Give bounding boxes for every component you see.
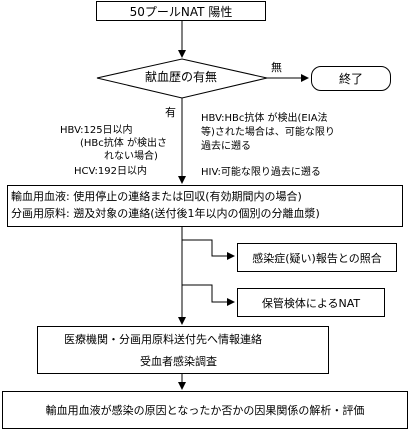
right-note-line2: 等)された場合は、可能な限り: [201, 127, 335, 138]
arrow-to-side2: [182, 284, 235, 306]
right-note-hiv: HIV:可能な限り過去に遡る: [201, 167, 321, 178]
notify-line2: 受血者感染調査: [140, 355, 217, 368]
side-box-stored-sample-nat-label: 保管検体によるNAT: [261, 296, 361, 310]
left-note-hbv-sub2: れない場合): [104, 151, 158, 162]
notify-line1: 医療機関・分画用原料送付先へ情報連絡: [64, 333, 262, 346]
action-line1: 輸血用血液: 使用停止の連絡または回収(有効期間内の場合): [11, 190, 302, 203]
left-note-hbv-sub1: (HBc抗体 が検出さ: [80, 138, 167, 149]
notify-box: 医療機関・分画用原料送付先へ情報連絡 受血者感染調査: [37, 326, 329, 374]
yes-branch-label: 有: [165, 106, 176, 119]
end-label: 終了: [338, 72, 363, 86]
action-box: 輸血用血液: 使用停止の連絡または回収(有効期間内の場合) 分画用原料: 遡及対…: [7, 185, 403, 227]
end-box: 終了: [311, 66, 391, 91]
action-line2: 分画用原料: 遡及対象の連絡(送付後1年以内の個別の分離血漿): [11, 207, 320, 220]
side-box-stored-sample-nat: 保管検体によるNAT: [237, 288, 385, 317]
start-box: 50プールNAT 陽性: [96, 1, 266, 21]
no-branch-label: 無: [271, 61, 282, 74]
left-note-hcv: HCV:192日以内: [74, 166, 147, 177]
arrow-to-side1: [182, 239, 235, 260]
left-note-hbv: HBV:125日以内: [60, 125, 133, 136]
final-label: 輸血用血液が感染の原因となったか否かの因果関係の解析・評価: [45, 404, 365, 417]
start-label: 50プールNAT 陽性: [129, 4, 233, 19]
decision-label: 献血歴の有無: [145, 70, 218, 84]
right-note-line1: HBV:HBc抗体 が検出(EIA法: [201, 113, 328, 124]
final-box: 輸血用血液が感染の原因となったか否かの因果関係の解析・評価: [2, 391, 408, 429]
side-box-report-check-label: 感染症(疑い)報告との照合: [252, 251, 382, 265]
right-note-line3: 過去に遡る: [201, 141, 251, 152]
side-box-report-check: 感染症(疑い)報告との照合: [237, 243, 397, 272]
